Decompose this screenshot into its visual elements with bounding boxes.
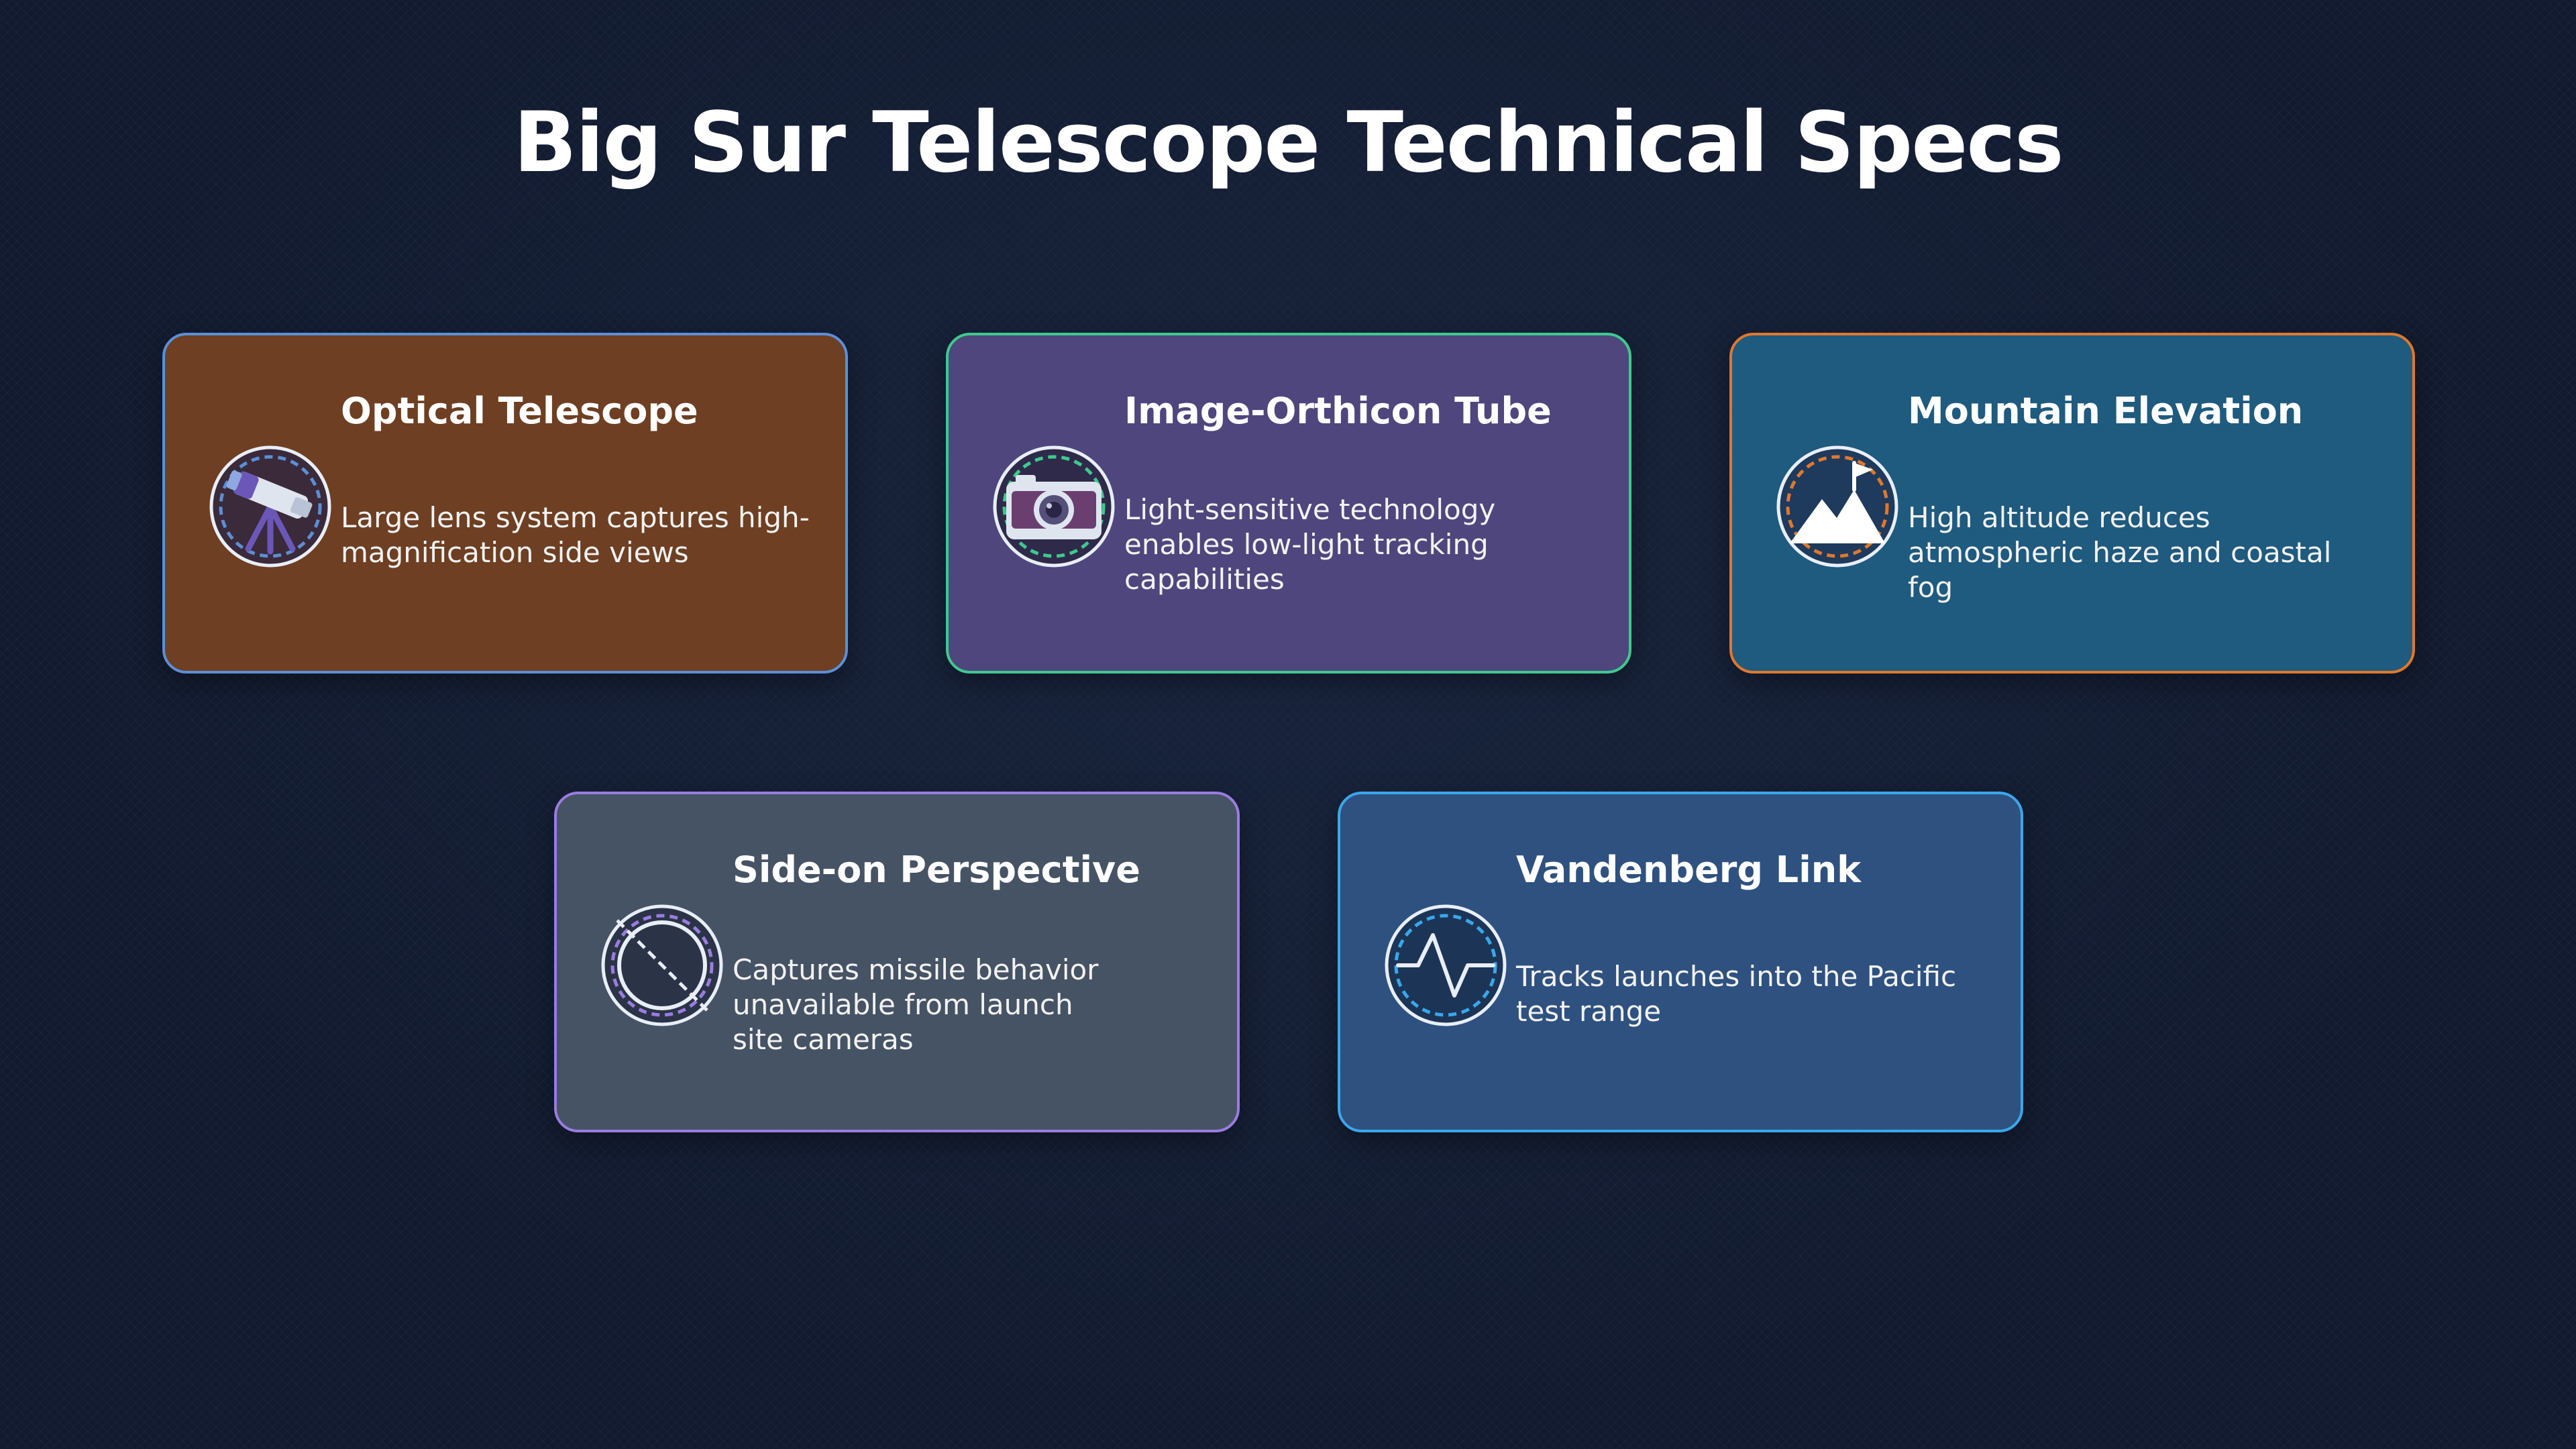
card-title: Image-Orthicon Tube xyxy=(1124,390,1552,432)
card-description: Large lens system captures high-magnific… xyxy=(341,501,810,569)
mountain-icon xyxy=(1774,443,1901,570)
signal-wave-icon xyxy=(1382,902,1509,1029)
card-description: Light-sensitive technology enables low-l… xyxy=(1124,493,1496,596)
card-vandenberg-link: Vandenberg Link Tracks launches into the… xyxy=(1338,792,2023,1132)
card-optical-telescope: Optical Telescope Large lens system capt… xyxy=(162,333,848,674)
card-description: Captures missile behavior unavailable fr… xyxy=(733,953,1099,1056)
perspective-icon xyxy=(598,902,726,1029)
card-description: Tracks launches into the Pacific test ra… xyxy=(1516,960,1957,1028)
card-description: High altitude reduces atmospheric haze a… xyxy=(1908,501,2332,604)
card-mountain-elevation: Mountain Elevation High altitude reduces… xyxy=(1729,333,2415,674)
card-title: Vandenberg Link xyxy=(1516,849,1862,891)
card-image-orthicon-tube: Image-Orthicon Tube Light-sensitive tech… xyxy=(946,333,1631,674)
card-title: Optical Telescope xyxy=(341,390,698,432)
page-title: Big Sur Telescope Technical Specs xyxy=(513,95,2063,191)
telescope-icon xyxy=(207,443,334,570)
card-side-on-perspective: Side-on Perspective Captures missile beh… xyxy=(554,792,1240,1132)
card-title: Side-on Perspective xyxy=(733,849,1140,891)
camera-icon xyxy=(990,443,1118,570)
card-title: Mountain Elevation xyxy=(1908,390,2304,432)
